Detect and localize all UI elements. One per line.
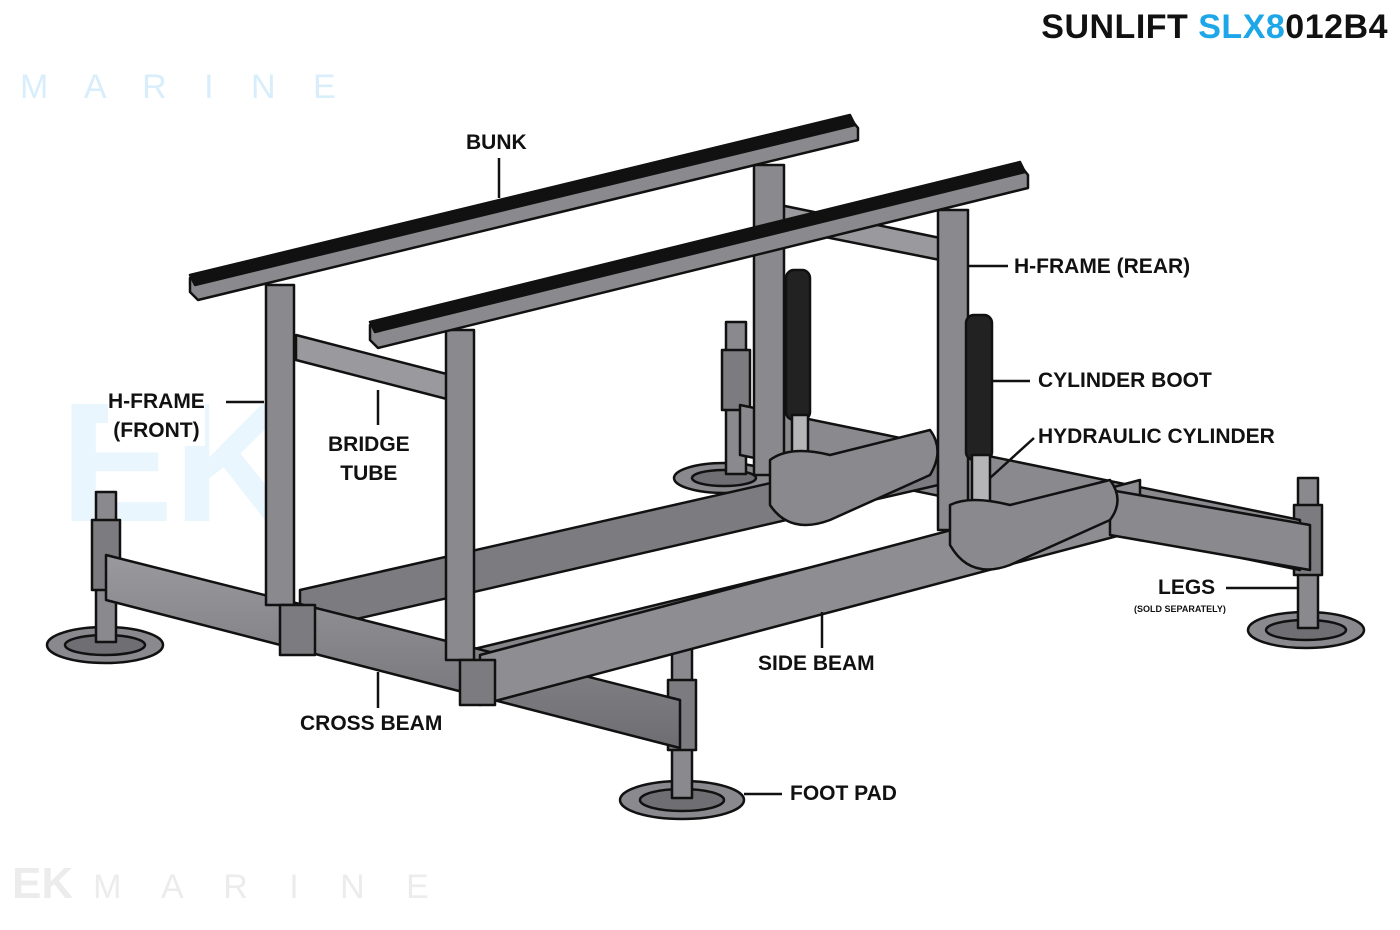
watermark-small: EK M A R I N E <box>12 862 445 906</box>
bracket-front-left <box>278 603 317 657</box>
title-prefix: SUNLIFT <box>1041 8 1199 46</box>
label-legs-note: (SOLD SEPARATELY) <box>1134 604 1226 614</box>
label-h-frame-front-line2: (FRONT) <box>113 419 200 443</box>
foot-pad-rear-right <box>1246 610 1366 650</box>
watermark-small-logo: EK <box>12 859 74 908</box>
watermark-small-word: M A R I N E <box>93 868 445 906</box>
label-hydraulic-cylinder: HYDRAULIC CYLINDER <box>1038 422 1275 452</box>
label-h-frame-front-line1: H-FRAME <box>108 390 205 413</box>
h-frame-rear-right-post <box>936 208 970 532</box>
label-bridge-tube-line1: BRIDGE <box>328 433 410 456</box>
watermark-word-text: M A R I N E <box>20 68 350 106</box>
h-frame-front-right-post <box>444 328 476 662</box>
title-suffix: 012B4 <box>1285 8 1388 46</box>
page-title: SUNLIFT SLX8012B4 <box>1041 8 1388 47</box>
cylinder-boot-left <box>784 268 812 422</box>
label-h-frame-rear: H-FRAME (REAR) <box>1014 252 1191 282</box>
cylinder-cradle-right <box>948 478 1119 571</box>
cylinder-boot-right <box>964 313 994 462</box>
label-h-frame-front: H-FRAME (FRONT) <box>108 387 205 446</box>
h-frame-rear-left-post <box>752 163 786 477</box>
h-frame-front-left-post <box>264 283 296 607</box>
label-bridge-tube: BRIDGE TUBE <box>328 430 410 489</box>
cylinder-cradle-left <box>768 428 939 527</box>
label-cylinder-boot: CYLINDER BOOT <box>1038 366 1212 396</box>
leader-lines <box>226 158 1298 796</box>
label-bridge-tube-line2: TUBE <box>340 462 398 486</box>
label-bunk: BUNK <box>466 128 527 158</box>
title-accent: SLX8 <box>1198 8 1286 46</box>
label-side-beam: SIDE BEAM <box>758 649 875 679</box>
label-cross-beam: CROSS BEAM <box>300 709 443 739</box>
foot-pad-front-center <box>618 779 746 821</box>
leader-hydraulic-cylinder <box>989 437 1035 479</box>
label-legs: LEGS <box>1158 573 1216 603</box>
bracket-front-right <box>458 658 497 707</box>
label-foot-pad: FOOT PAD <box>790 779 897 809</box>
watermark-large-word: M A R I N E <box>20 70 350 104</box>
